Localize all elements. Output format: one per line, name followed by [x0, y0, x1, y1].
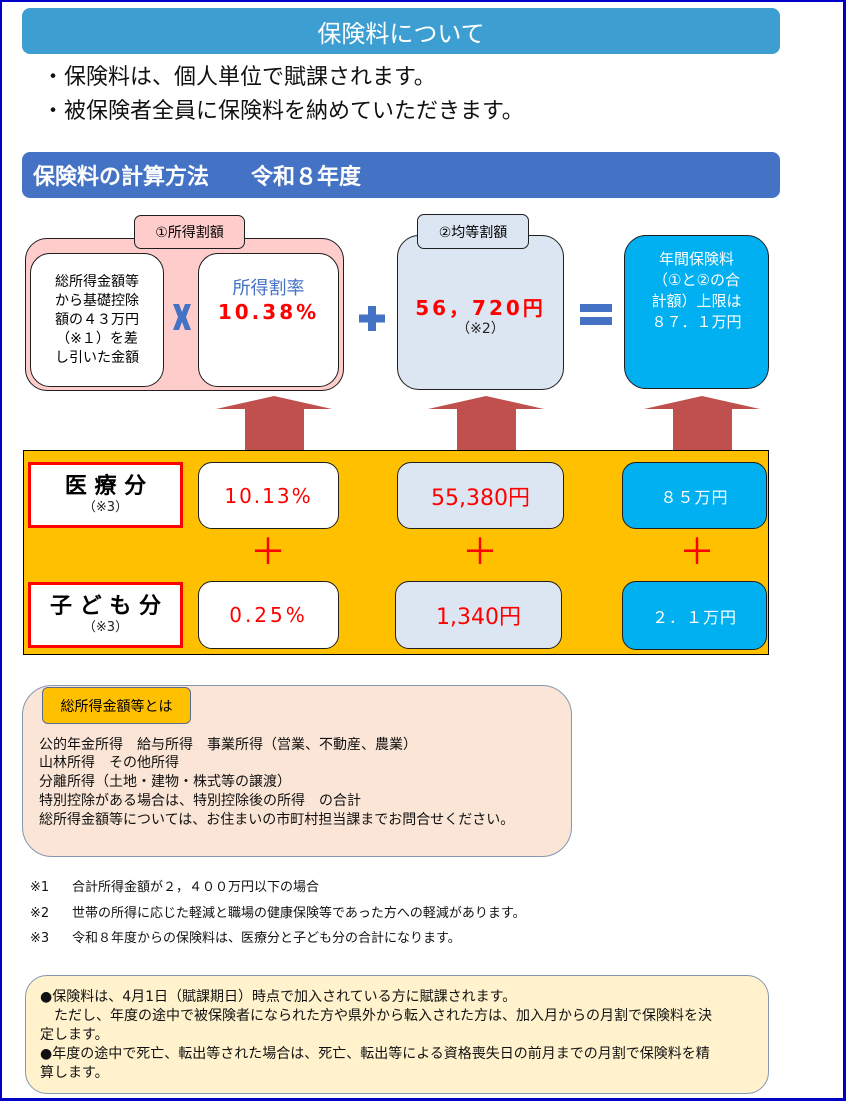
annual-cap-line: 計額）上限は [651, 292, 742, 310]
income-base-line: （※１）を差 [56, 330, 138, 347]
income-definition-tag: 総所得金額等とは [42, 687, 191, 724]
footnote: ※3 令和８年度からの保険料は、医療分と子ども分の合計になります。 [30, 930, 461, 948]
row-label-children: 子 ど も 分 （※3） [28, 582, 183, 648]
footnote: ※1 合計所得金額が２，４００万円以下の場合 [30, 879, 319, 897]
footnote-text: 合計所得金額が２，４００万円以下の場合 [72, 880, 320, 895]
footnote-text: 令和８年度からの保険料は、医療分と子ども分の合計になります。 [72, 931, 461, 946]
income-base-line: 額の４３万円 [55, 311, 139, 328]
children-cap-box: ２．１万円 [622, 581, 767, 650]
per-capita-note: （※2） [456, 320, 505, 337]
per-capita-tag: ②均等割額 [417, 214, 529, 249]
section-banner-about: 保険料について [22, 8, 780, 54]
children-per-capita-box: 1,340円 [395, 581, 562, 649]
annual-cap-box: 年間保険料 （①と②の合 計額）上限は ８７．１万円 [624, 235, 769, 389]
notice-line: ●保険料は、4月1日（賦課期日）時点で加入されている方に賦課されます。 [40, 989, 517, 1005]
annual-cap-line: （①と②の合 [653, 271, 740, 289]
children-cap-value: ２．１万円 [651, 607, 737, 627]
notice-line: 算します。 [40, 1065, 109, 1081]
plus-icon [359, 306, 385, 331]
plus-icon: ＋ [249, 532, 286, 573]
up-arrow-icon [216, 396, 332, 450]
income-definition-line: 分離所得（土地・建物・株式等の譲渡） [39, 774, 291, 790]
row-label-note: （※3） [82, 500, 129, 515]
notice-box [25, 975, 769, 1094]
footnote: ※2 世帯の所得に応じた軽減と職場の健康保険等であった方への軽減があります。 [30, 905, 526, 923]
medical-rate-value: 10.13% [224, 483, 313, 508]
footnote-mark: ※3 [30, 931, 50, 946]
notice-line: ただし、年度の途中で被保険者になられた方や県外から転入された方は、加入月からの月… [40, 1008, 712, 1024]
per-capita-tag-label: ②均等割額 [438, 224, 508, 241]
section-banner-calc: 保険料の計算方法 令和８年度 [22, 152, 780, 198]
children-rate-value: 0.25% [229, 603, 308, 627]
plus-icon: ＋ [678, 532, 715, 573]
per-capita-box: 56，720円 （※2） [397, 235, 564, 390]
footnote-text: 世帯の所得に応じた軽減と職場の健康保険等であった方への軽減があります。 [72, 906, 526, 921]
income-definition-tag-label: 総所得金額等とは [60, 698, 173, 715]
intro-bullet: ・被保険者全員に保険料を納めていただきます。 [42, 99, 524, 124]
children-per-capita-value: 1,340円 [436, 605, 521, 630]
income-base-box: 総所得金額等 から基礎控除 額の４３万円 （※１）を差 し引いた金額 [30, 253, 164, 387]
row-label-note: （※3） [82, 620, 129, 635]
up-arrow-icon [644, 396, 760, 450]
income-base-line: し引いた金額 [55, 349, 139, 366]
footnote-mark: ※2 [30, 906, 50, 921]
income-part-tag-label: ①所得割額 [155, 225, 224, 241]
per-capita-value: 56，720円 [415, 295, 546, 320]
income-rate-box: 所得割率 10.38% [198, 253, 339, 387]
annual-cap-line: 年間保険料 [658, 250, 734, 268]
medical-cap-value: ８５万円 [660, 487, 729, 507]
equals-icon [580, 304, 612, 325]
row-label-medical: 医 療 分 （※3） [28, 462, 183, 528]
income-rate-label: 所得割率 [232, 278, 305, 299]
income-base-line: から基礎控除 [55, 292, 139, 309]
plus-icon: ＋ [461, 532, 498, 573]
income-part-tag: ①所得割額 [134, 215, 245, 249]
calc-title: 保険料の計算方法 [33, 165, 210, 190]
calc-year: 令和８年度 [251, 165, 362, 190]
medical-per-capita-box: 55,380円 [397, 462, 564, 529]
annual-cap-line: ８７．１万円 [651, 313, 742, 331]
row-label-text: 子 ど も 分 [50, 594, 161, 619]
intro-bullet: ・保険料は、個人単位で賦課されます。 [42, 65, 436, 90]
page-title: 保険料について [317, 19, 485, 48]
income-definition-line: 総所得金額等については、お住まいの市町村担当課までお問合せください。 [39, 812, 515, 828]
footnote-mark: ※1 [30, 880, 50, 895]
row-label-text: 医 療 分 [64, 474, 147, 499]
medical-per-capita-value: 55,380円 [431, 485, 530, 511]
up-arrow-icon [428, 396, 544, 450]
notice-line: 定します。 [40, 1027, 109, 1043]
children-rate-box: 0.25% [198, 581, 339, 649]
income-definition-line: 特別控除がある場合は、特別控除後の所得 の合計 [39, 793, 361, 809]
medical-cap-box: ８５万円 [622, 462, 767, 529]
income-definition-line: 公的年金所得 給与所得 事業所得（営業、不動産、農業） [39, 737, 417, 753]
income-definition-line: 山林所得 その他所得 [39, 755, 179, 771]
multiply-icon [173, 304, 191, 330]
income-base-line: 総所得金額等 [55, 273, 139, 290]
notice-line: ●年度の途中で死亡、転出等された場合は、死亡、転出等による資格喪失日の前月までの… [40, 1046, 710, 1062]
income-rate-value: 10.38% [217, 300, 320, 324]
medical-rate-box: 10.13% [198, 462, 339, 529]
